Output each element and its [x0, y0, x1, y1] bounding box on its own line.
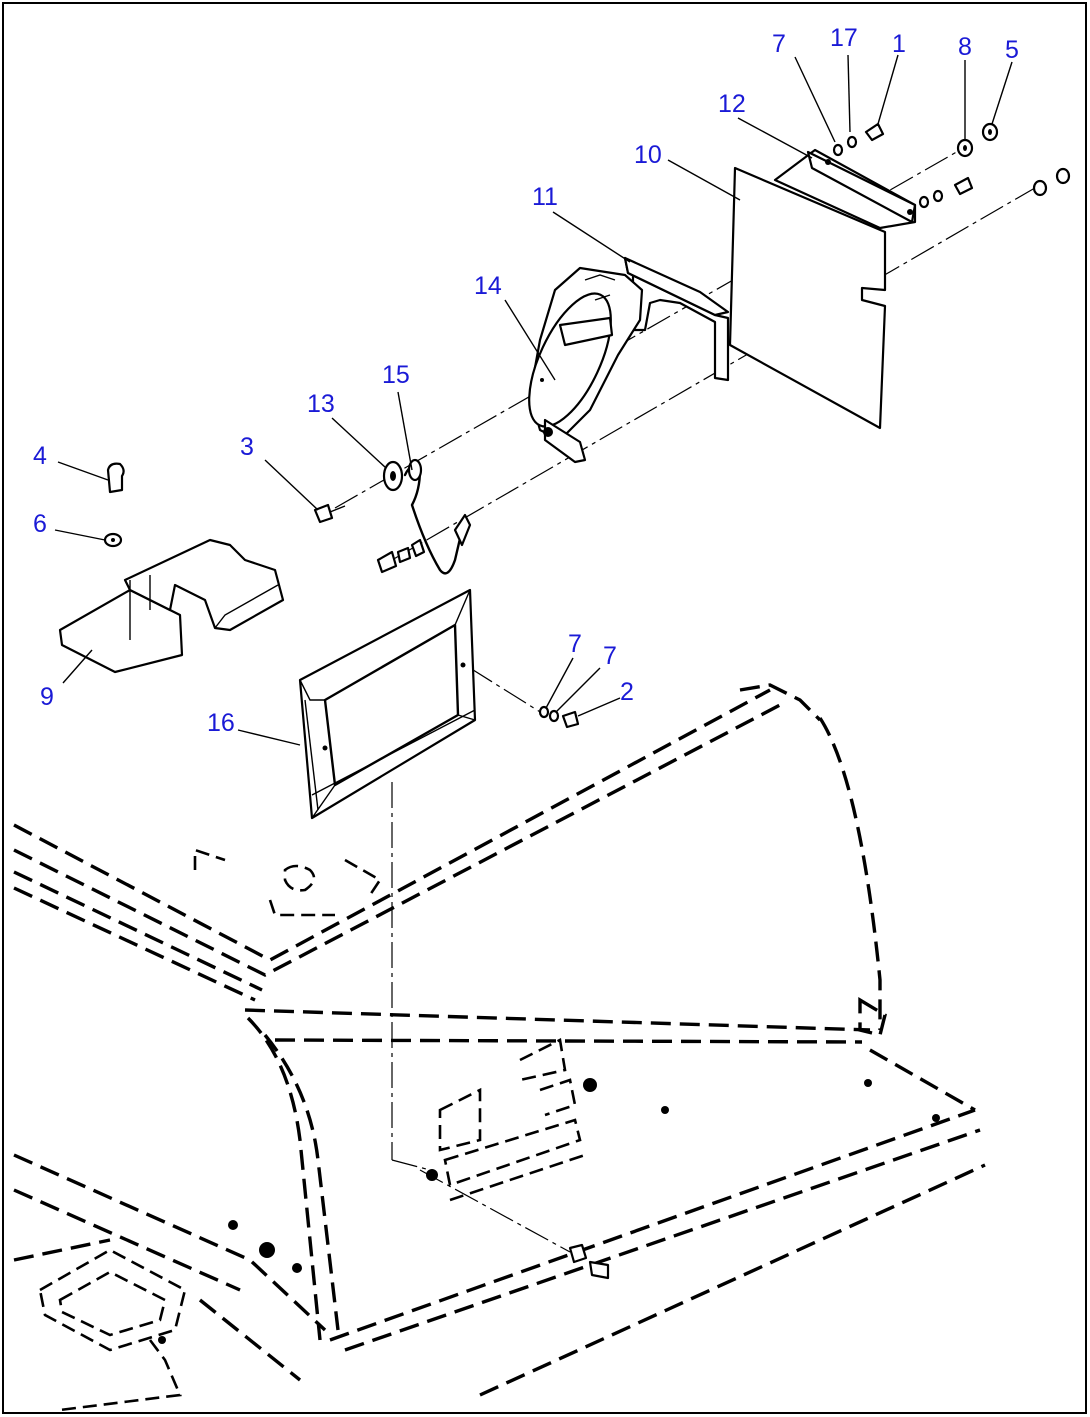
part-12-bracket: [773, 148, 917, 230]
callout-4: 4: [33, 442, 47, 470]
part-14-motor: [528, 266, 644, 464]
part-9-cover: [58, 538, 285, 674]
part-6-nut: [103, 532, 123, 548]
part-10-plate: [728, 166, 887, 430]
leader-lines: [54, 54, 1013, 746]
part-4-plug: [106, 462, 125, 494]
callout-15: 15: [382, 361, 410, 389]
callout-7-middle-left: 7: [568, 630, 582, 658]
callout-7-top: 7: [772, 30, 786, 58]
callout-16: 16: [207, 709, 235, 737]
cab-housing: [13, 683, 986, 1412]
callout-9: 9: [40, 683, 54, 711]
callout-14: 14: [474, 272, 502, 300]
callout-17: 17: [830, 24, 858, 52]
part-3-bolt: [313, 503, 346, 524]
callout-10: 10: [634, 141, 662, 169]
callout-labels: 1 2 3 4 5 6 7 7 7 8 9 10 11 12 13 14 15 …: [33, 24, 1019, 737]
callout-7-middle-right: 7: [603, 642, 617, 670]
bottom-bolt: [568, 1243, 610, 1280]
callout-13: 13: [307, 390, 335, 418]
part-15-strap: [403, 458, 472, 575]
callout-12: 12: [718, 90, 746, 118]
callout-5: 5: [1005, 36, 1019, 64]
fasteners-frame: [538, 705, 580, 729]
callout-1: 1: [892, 30, 906, 58]
callout-3: 3: [240, 433, 254, 461]
part-16-frame: [298, 588, 477, 820]
callout-2: 2: [620, 678, 634, 706]
callout-6: 6: [33, 510, 47, 538]
lower-bolt-assembly: [376, 538, 426, 574]
callout-8: 8: [958, 33, 972, 61]
callout-11: 11: [532, 183, 558, 211]
part-13-washer: [382, 460, 404, 492]
